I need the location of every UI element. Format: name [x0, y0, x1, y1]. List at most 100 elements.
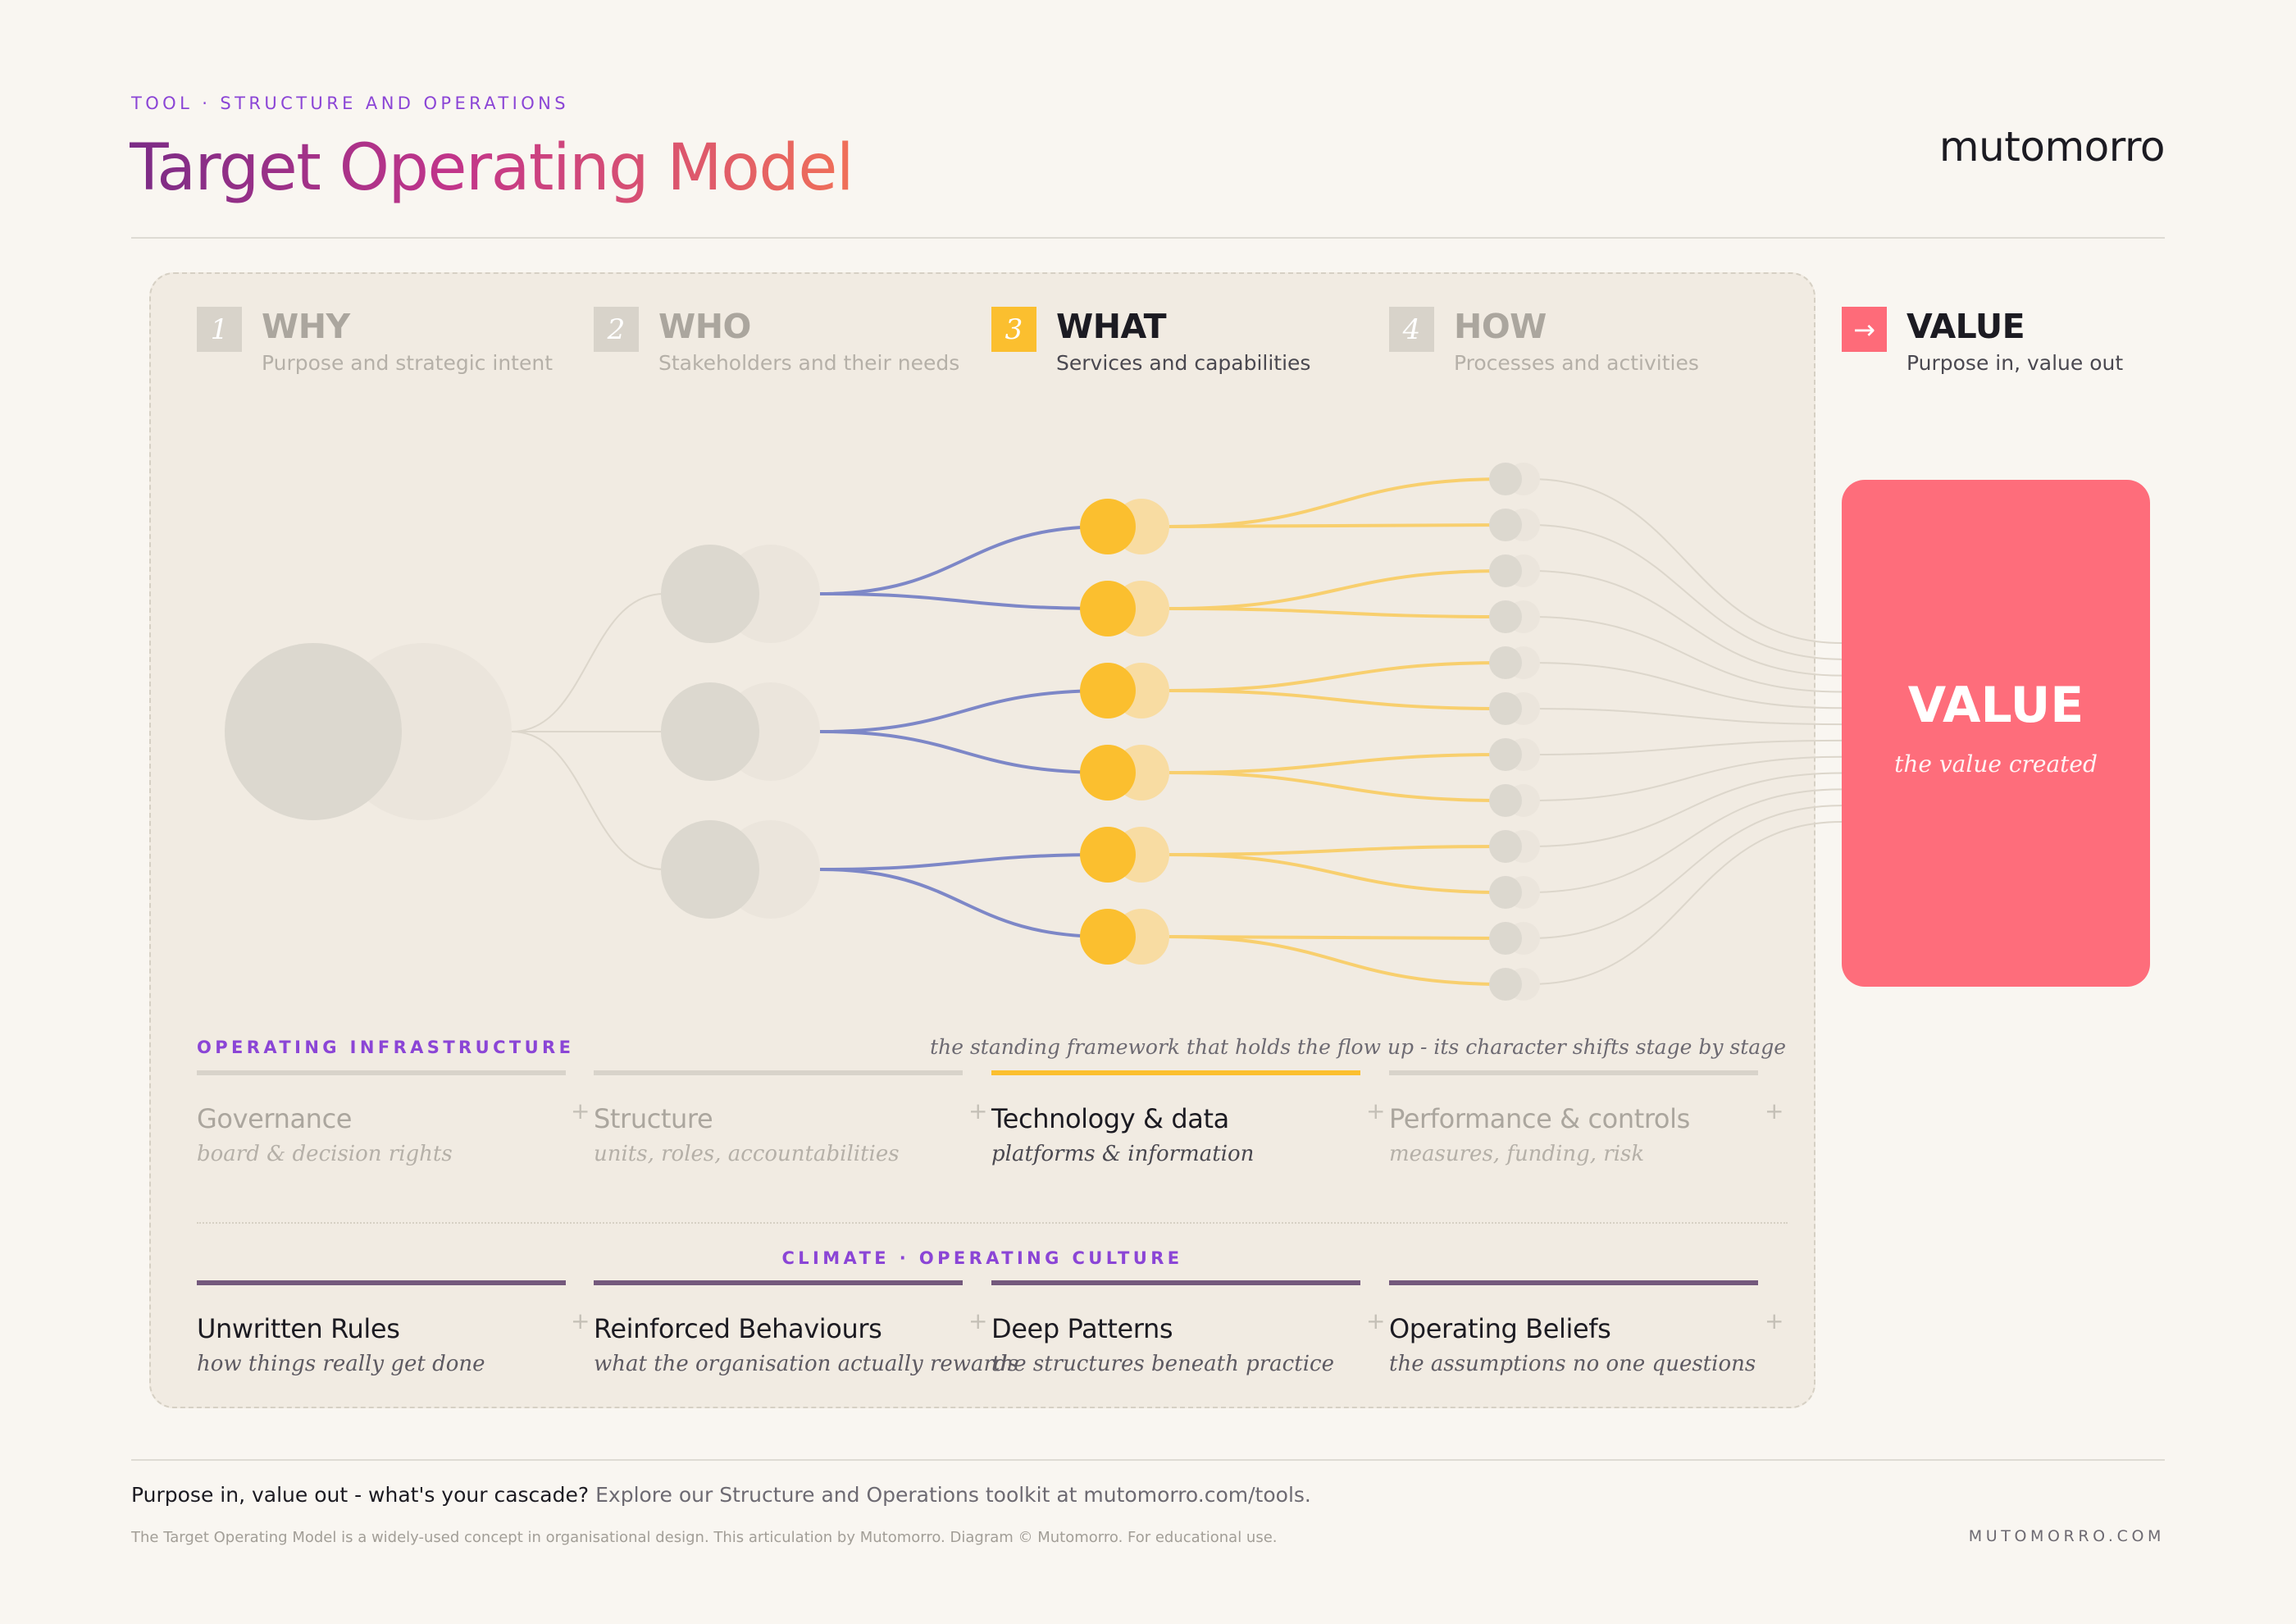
who-node — [661, 545, 759, 643]
stage-number-badge: 2 — [594, 307, 639, 352]
plus-icon: + — [1366, 1097, 1386, 1124]
stage-subtitle: Purpose and strategic intent — [262, 351, 553, 375]
plus-icon: + — [571, 1097, 590, 1124]
footer-site-link[interactable]: MUTOMORRO.COM — [1968, 1527, 2165, 1545]
plus-icon: + — [571, 1307, 590, 1334]
why-node — [225, 643, 402, 820]
how-node — [1489, 738, 1522, 771]
what-to-how-link — [1168, 935, 1506, 986]
how-to-value-link — [1529, 805, 1843, 939]
stage-title: WHY — [262, 307, 350, 346]
plus-icon: + — [1765, 1307, 1784, 1334]
what-to-how-link — [1168, 753, 1506, 774]
what-to-how-link — [1168, 569, 1506, 610]
plus-icon: + — [1765, 1097, 1784, 1124]
how-node — [1489, 509, 1522, 541]
stage-title: WHAT — [1056, 307, 1167, 346]
who-to-what-link — [819, 853, 1108, 871]
how-node — [1489, 600, 1522, 633]
plus-icon: + — [968, 1097, 988, 1124]
what-to-how-link — [1168, 845, 1506, 856]
brand-logo[interactable]: mutomorro — [1938, 123, 2166, 171]
how-node — [1489, 784, 1522, 817]
arrow-right-icon: → — [1842, 307, 1887, 352]
item-subtitle: measures, funding, risk — [1389, 1142, 1645, 1166]
how-to-value-link — [1529, 772, 1843, 847]
item-subtitle: platforms & information — [991, 1142, 1255, 1166]
infrastructure-note: the standing framework that holds the fl… — [930, 1035, 1786, 1059]
item-bar — [594, 1070, 963, 1075]
stage-subtitle: Stakeholders and their needs — [658, 351, 960, 375]
footer-cta-strong: Purpose in, value out - what's your casc… — [131, 1483, 590, 1507]
plus-icon: + — [1366, 1307, 1386, 1334]
how-to-value-link — [1529, 788, 1843, 893]
what-to-how-link — [1168, 523, 1506, 528]
item-bar — [197, 1280, 566, 1285]
item-title: Governance — [197, 1103, 353, 1134]
culture-label: CLIMATE · OPERATING CULTURE — [781, 1248, 1183, 1268]
what-to-how-link — [1168, 607, 1506, 618]
stage-number-badge: 4 — [1389, 307, 1434, 352]
what-to-how-link — [1168, 771, 1506, 802]
how-node — [1489, 554, 1522, 587]
who-to-what-link — [819, 592, 1108, 610]
item-subtitle: the assumptions no one questions — [1389, 1352, 1756, 1376]
item-title: Reinforced Behaviours — [594, 1313, 882, 1344]
how-to-value-link — [1529, 708, 1843, 726]
what-to-how-link — [1168, 477, 1506, 528]
plus-icon: + — [968, 1307, 988, 1334]
stage-title: VALUE — [1906, 307, 2025, 346]
stage-title: HOW — [1454, 307, 1547, 346]
item-title: Technology & data — [991, 1103, 1229, 1134]
item-title: Deep Patterns — [991, 1313, 1173, 1344]
why-to-who-link — [511, 593, 665, 732]
item-subtitle: how things really get done — [197, 1352, 485, 1376]
item-title: Operating Beliefs — [1389, 1313, 1611, 1344]
who-node — [661, 682, 759, 781]
footer-credit: The Target Operating Model is a widely-u… — [131, 1529, 1278, 1546]
why-to-who-link — [511, 731, 665, 870]
eyebrow-label: TOOL · STRUCTURE AND OPERATIONS — [131, 94, 569, 113]
item-title: Performance & controls — [1389, 1103, 1690, 1134]
what-to-how-link — [1168, 853, 1506, 894]
who-to-what-link — [819, 730, 1108, 774]
value-box-title: VALUE — [1907, 677, 2084, 734]
how-to-value-link — [1529, 821, 1843, 985]
what-node — [1080, 499, 1136, 554]
who-to-what-link — [819, 868, 1108, 938]
item-title: Unwritten Rules — [197, 1313, 400, 1344]
who-node — [661, 820, 759, 919]
footer-cta-link[interactable]: Explore our Structure and Operations too… — [595, 1483, 1311, 1507]
how-to-value-link — [1529, 616, 1843, 693]
header-divider — [131, 237, 2165, 239]
what-node — [1080, 745, 1136, 801]
stage-subtitle: Processes and activities — [1454, 351, 1699, 375]
stage-title: WHO — [658, 307, 751, 346]
item-bar — [991, 1070, 1360, 1075]
what-node — [1080, 827, 1136, 883]
infrastructure-label: OPERATING INFRASTRUCTURE — [197, 1038, 575, 1057]
item-subtitle: the structures beneath practice — [991, 1352, 1334, 1376]
value-box-subtitle: the value created — [1894, 750, 2098, 778]
how-node — [1489, 922, 1522, 955]
how-node — [1489, 830, 1522, 863]
item-title: Structure — [594, 1103, 713, 1134]
how-to-value-link — [1529, 478, 1843, 644]
what-node — [1080, 581, 1136, 636]
how-to-value-link — [1529, 739, 1843, 755]
how-node — [1489, 646, 1522, 679]
stage-number-badge: 3 — [991, 307, 1036, 352]
what-to-how-link — [1168, 935, 1506, 940]
footer-divider — [131, 1459, 2165, 1461]
footer-cta: Purpose in, value out - what's your casc… — [131, 1483, 1311, 1507]
who-to-what-link — [819, 689, 1108, 733]
stage-number-badge: 1 — [197, 307, 242, 352]
how-node — [1489, 692, 1522, 725]
value-box: VALUE the value created — [1842, 480, 2150, 987]
how-node — [1489, 876, 1522, 909]
what-node — [1080, 909, 1136, 965]
item-bar — [991, 1280, 1360, 1285]
how-node — [1489, 968, 1522, 1001]
item-subtitle: board & decision rights — [197, 1142, 453, 1166]
